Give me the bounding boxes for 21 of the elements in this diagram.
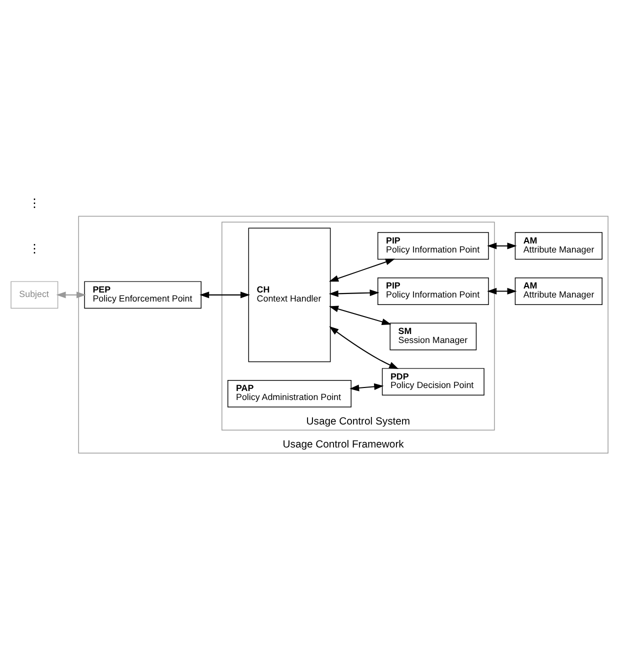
node-box: PEP Policy Enforcement Point <box>84 280 202 308</box>
arrow <box>328 305 392 325</box>
arrow <box>56 291 86 298</box>
arrow <box>350 382 384 391</box>
node-box: AM Attribute Manager <box>514 276 602 304</box>
arrow <box>329 326 399 369</box>
node-box: PAP Policy Administration Point <box>227 379 352 407</box>
label: ⋮ <box>28 196 40 210</box>
label: ⋮ <box>28 240 40 255</box>
arrow <box>328 258 396 282</box>
arrow <box>487 242 517 249</box>
node-box: PDP Policy Decision Point <box>382 368 484 396</box>
node-box: SM Session Manager <box>390 322 477 350</box>
node-box: CH Context Handler <box>248 227 331 362</box>
arrow <box>487 287 517 294</box>
arrow <box>328 289 380 296</box>
node-box: PIP Policy Information Point <box>377 232 489 260</box>
node-box: PIP Policy Information Point <box>377 276 489 304</box>
arrow <box>200 291 250 298</box>
node-box: Subject <box>10 280 58 308</box>
node-box: AM Attribute Manager <box>514 232 602 260</box>
